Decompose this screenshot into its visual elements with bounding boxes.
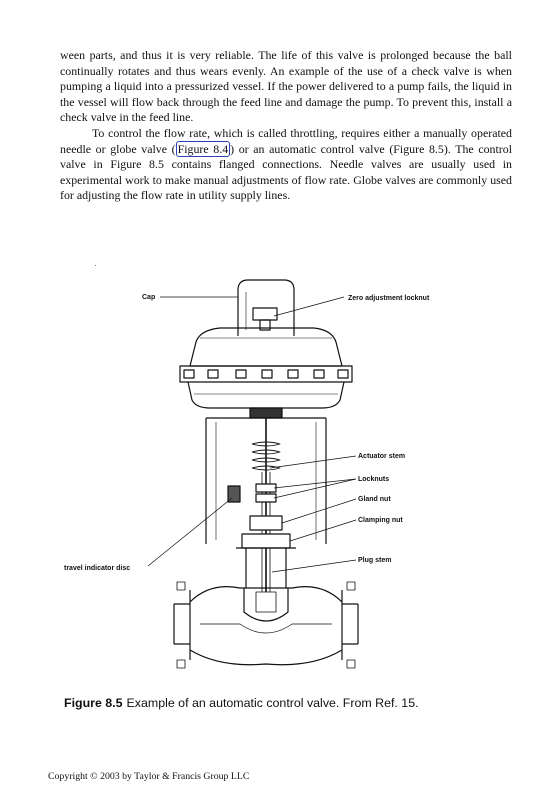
paragraph-2-start: To control the flow rate, which is calle… (60, 125, 512, 156)
cap-shape (237, 279, 295, 336)
valve-drawing (173, 279, 359, 669)
control-valve-figure: Cap Zero adjustment locknut Actuator ste… (64, 279, 430, 669)
figure-8-4-link[interactable]: Figure 8.4 (175, 140, 231, 157)
zero-locknut-shape (252, 307, 278, 321)
actuator-dome (189, 327, 343, 367)
paragraph-2: To control the flow rate, which is calle… (60, 126, 512, 204)
scan-speck (95, 265, 96, 266)
spring (251, 441, 281, 471)
label-travel-indicator: travel indicator disc (64, 565, 130, 572)
valve-body (173, 586, 359, 666)
label-actuator-stem: Actuator stem (358, 453, 405, 460)
figure-labels: Cap Zero adjustment locknut Actuator ste… (64, 294, 430, 572)
label-clamping-nut: Clamping nut (358, 517, 403, 524)
locknuts-shape (255, 483, 277, 493)
bonnet (236, 547, 296, 588)
label-cap: Cap (142, 294, 155, 301)
actuator-lower (187, 381, 345, 409)
paragraph-2-end: ) or an automatic control valve (Figure … (60, 141, 512, 203)
body-text: ween parts, and thus it is very reliable… (60, 48, 512, 204)
travel-indicator-shape (227, 485, 241, 503)
actuator-flange (179, 365, 353, 383)
label-gland-nut: Gland nut (358, 496, 391, 503)
copyright-footer: Copyright © 2003 by Taylor & Francis Gro… (48, 771, 250, 782)
caption-number: Figure 8.5 (64, 696, 123, 710)
paragraph-1: ween parts, and thus it is very reliable… (60, 48, 512, 125)
gland-nut-shape (249, 515, 283, 531)
caption-text: Example of an automatic control valve. F… (126, 696, 419, 710)
label-plug-stem: Plug stem (358, 557, 391, 564)
clamping-nut-shape (241, 533, 291, 549)
label-locknuts: Locknuts (358, 476, 389, 483)
leader-lines (147, 296, 357, 573)
label-zero-locknut: Zero adjustment locknut (348, 295, 430, 302)
